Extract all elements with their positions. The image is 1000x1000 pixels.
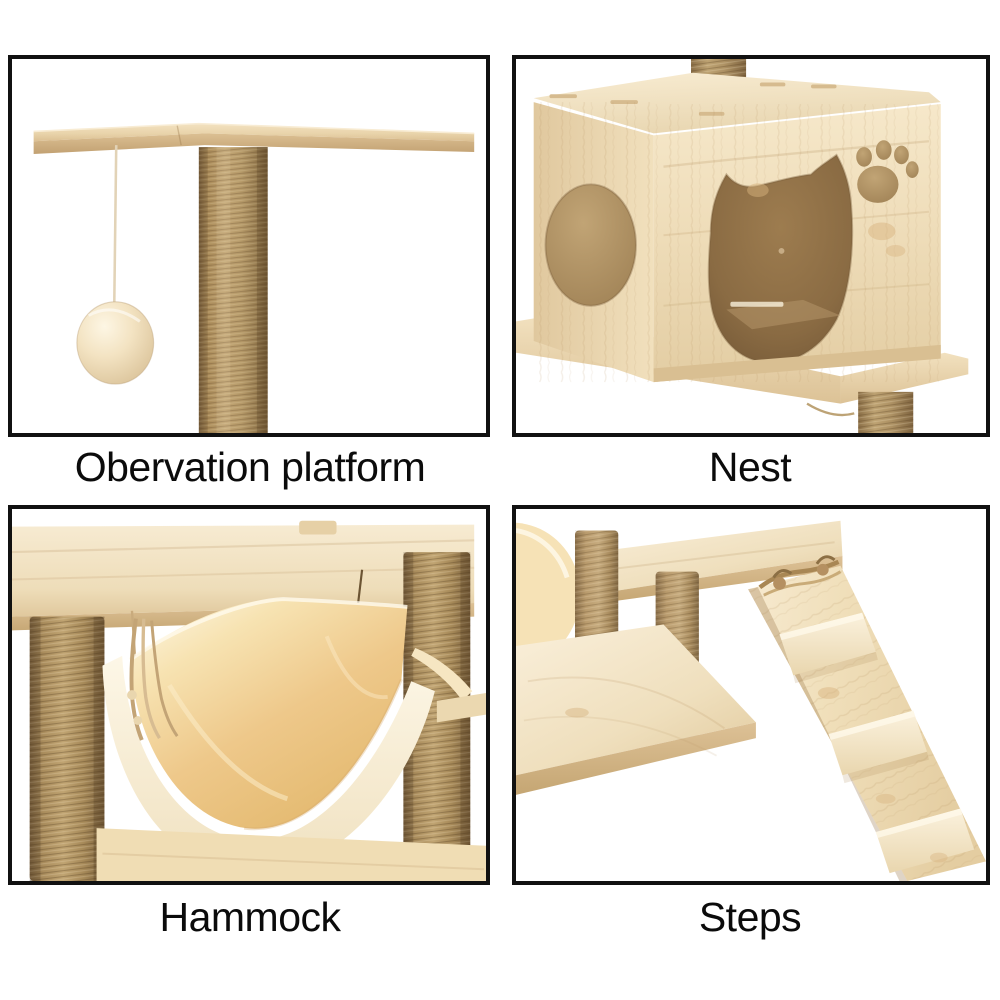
nest-photo	[516, 59, 986, 433]
hammock-rim	[102, 655, 435, 874]
base-board-top	[516, 624, 756, 776]
hammock-photo	[12, 509, 486, 881]
hammock-illustration	[12, 509, 486, 881]
observation-platform-illustration	[12, 59, 486, 433]
steps-photo	[516, 509, 986, 881]
steps-illustration	[516, 509, 986, 881]
panel-observation-platform[interactable]	[8, 55, 490, 437]
panel-frame	[512, 505, 990, 885]
nest-illustration	[516, 59, 986, 433]
cat-head-entrance	[708, 154, 853, 363]
paw-toe-1	[856, 147, 872, 167]
panel-frame	[512, 55, 990, 437]
ramp-slat	[875, 808, 975, 874]
rope-knot	[816, 563, 829, 576]
panel-nest[interactable]	[512, 55, 990, 437]
panel-frame	[8, 55, 490, 437]
platform-board-top	[592, 520, 843, 594]
caption-hammock: Hammock	[159, 894, 341, 940]
platform-board-edge	[33, 133, 475, 154]
panel-frame	[8, 505, 490, 885]
observation-platform-photo	[12, 59, 486, 433]
paw-toe-2	[875, 140, 892, 160]
paw-toe-4	[905, 161, 919, 178]
ramp-slat	[828, 710, 928, 776]
panel-hammock[interactable]	[8, 505, 490, 885]
side-shelf-sliver	[436, 693, 486, 723]
hammock-corner	[516, 522, 581, 656]
paw-toe-3	[894, 145, 909, 165]
ramp-side-rail	[748, 587, 908, 881]
caption-nest: Nest	[708, 444, 792, 490]
panel-steps[interactable]	[512, 505, 990, 885]
pom-pom-ball	[76, 301, 154, 385]
rope-hinge-tie	[758, 559, 840, 590]
base-board-edge	[516, 722, 756, 795]
paw-print-pad	[857, 165, 899, 203]
round-side-window	[545, 184, 636, 306]
plush-hammock	[130, 598, 408, 829]
rope-knot	[773, 577, 786, 590]
caption-observation-platform: Obervation platform	[74, 444, 426, 490]
caption-steps: Steps	[698, 894, 802, 940]
lower-shelf-board	[96, 828, 486, 881]
hanging-cord	[112, 145, 118, 304]
platform-board-top	[33, 123, 475, 142]
hammock-flap	[411, 648, 473, 701]
